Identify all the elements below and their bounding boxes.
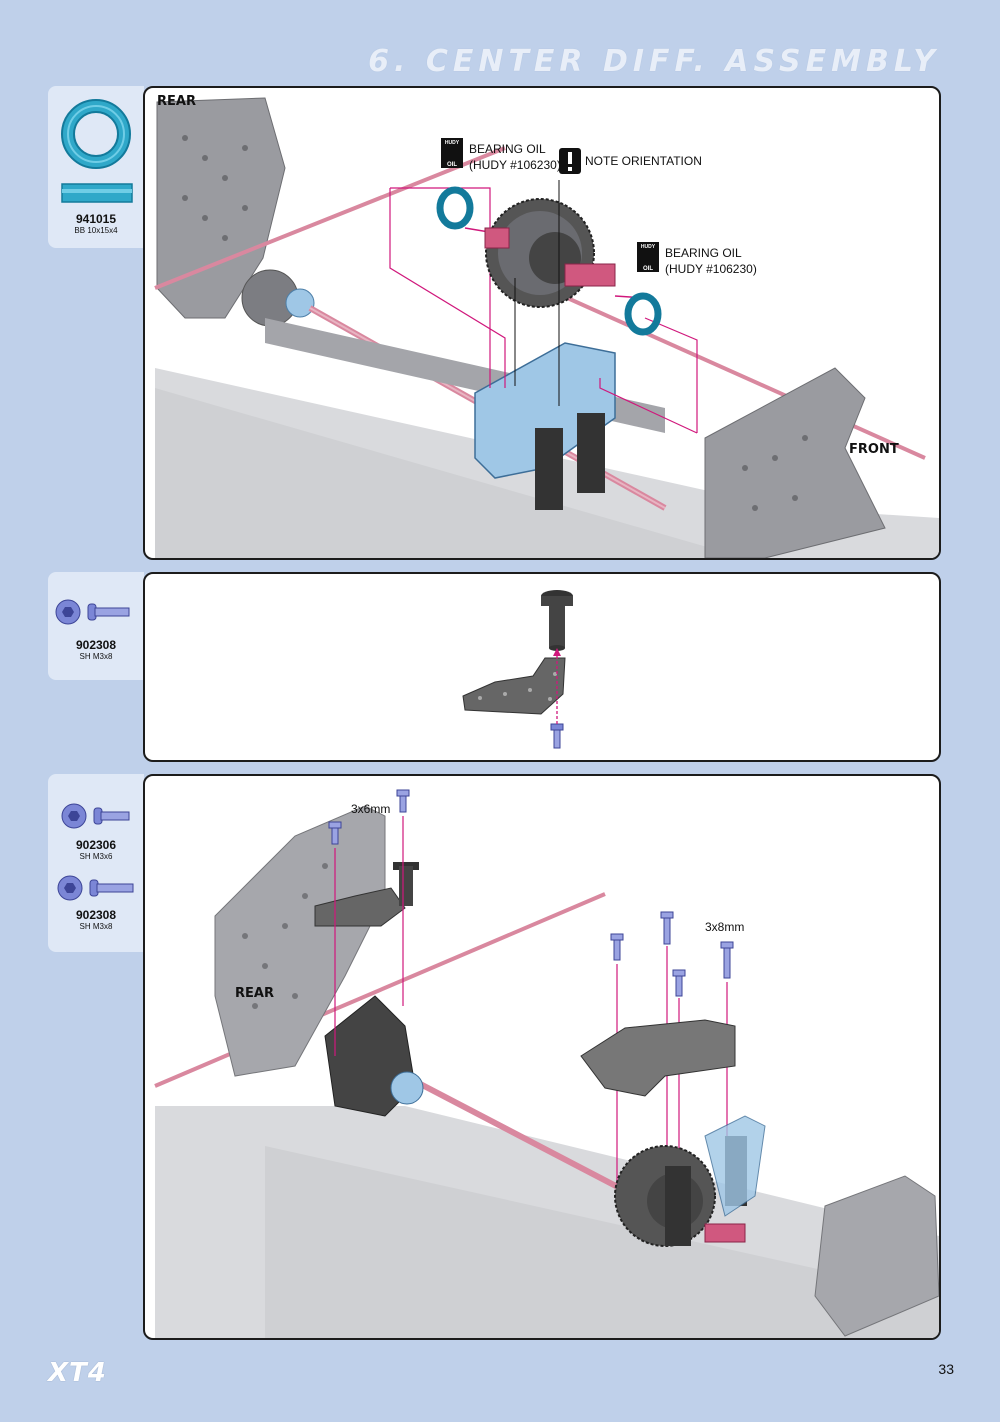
parts-tab-step3: 902306 SH M3x6 902308 SH M3x8 bbox=[48, 774, 144, 952]
callout-oil-left-line1: BEARING OIL bbox=[469, 142, 546, 156]
rear-label: REAR bbox=[157, 94, 196, 109]
hudy-oil-badge-left: HUDY OIL bbox=[441, 138, 463, 168]
hudy-oil-badge-right: HUDY OIL bbox=[637, 242, 659, 272]
callout-note-orientation: NOTE ORIENTATION bbox=[585, 154, 702, 168]
step2-panel bbox=[143, 572, 941, 762]
part-desc: SH M3x8 bbox=[79, 922, 113, 931]
brand-logo: XT4 bbox=[48, 1358, 107, 1388]
step1-illustration: HUDY OIL HUDY OIL bbox=[154, 97, 939, 558]
part-desc: BB 10x15x4 bbox=[74, 226, 118, 235]
screw-icon bbox=[55, 599, 130, 625]
page-title: 6. CENTER DIFF. ASSEMBLY bbox=[368, 44, 940, 79]
front-label: FRONT bbox=[849, 442, 899, 457]
svg-text:OIL: OIL bbox=[447, 162, 457, 168]
note-warning-badge bbox=[559, 148, 581, 174]
screw-size-left: 3x6mm bbox=[351, 802, 391, 816]
page-number: 33 bbox=[938, 1361, 954, 1377]
part-number: 902308 bbox=[75, 908, 117, 922]
svg-text:OIL: OIL bbox=[643, 266, 653, 272]
parts-tab-step2: 902308 SH M3x8 bbox=[48, 572, 144, 680]
callout-oil-right-line2: (HUDY #106230) bbox=[665, 262, 757, 276]
bearing-icon bbox=[61, 99, 133, 203]
callout-oil-right-line1: BEARING OIL bbox=[665, 246, 742, 260]
bearing-left bbox=[436, 186, 474, 230]
step3-illustration bbox=[154, 789, 939, 1338]
step2-illustration bbox=[462, 590, 573, 749]
svg-text:HUDY: HUDY bbox=[445, 140, 460, 146]
part-desc: SH M3x6 bbox=[79, 852, 113, 861]
step3-panel: REAR 3x6mm 3x8mm bbox=[143, 774, 941, 1340]
part-desc: SH M3x8 bbox=[79, 652, 113, 661]
parts-tab-step1: 941015 BB 10x15x4 bbox=[48, 86, 144, 248]
svg-text:HUDY: HUDY bbox=[641, 244, 656, 250]
screw-size-right: 3x8mm bbox=[705, 920, 745, 934]
bearing-right bbox=[624, 292, 662, 336]
part-number: 902306 bbox=[75, 838, 117, 852]
callout-oil-left-line2: (HUDY #106230) bbox=[469, 158, 561, 172]
rear-label: REAR bbox=[235, 986, 274, 1001]
part-number: 902308 bbox=[75, 638, 117, 652]
part-number: 941015 bbox=[75, 212, 117, 226]
step1-panel: HUDY OIL HUDY OIL REAR FRONT BEARING OIL… bbox=[143, 86, 941, 560]
screw-icons bbox=[57, 803, 134, 901]
